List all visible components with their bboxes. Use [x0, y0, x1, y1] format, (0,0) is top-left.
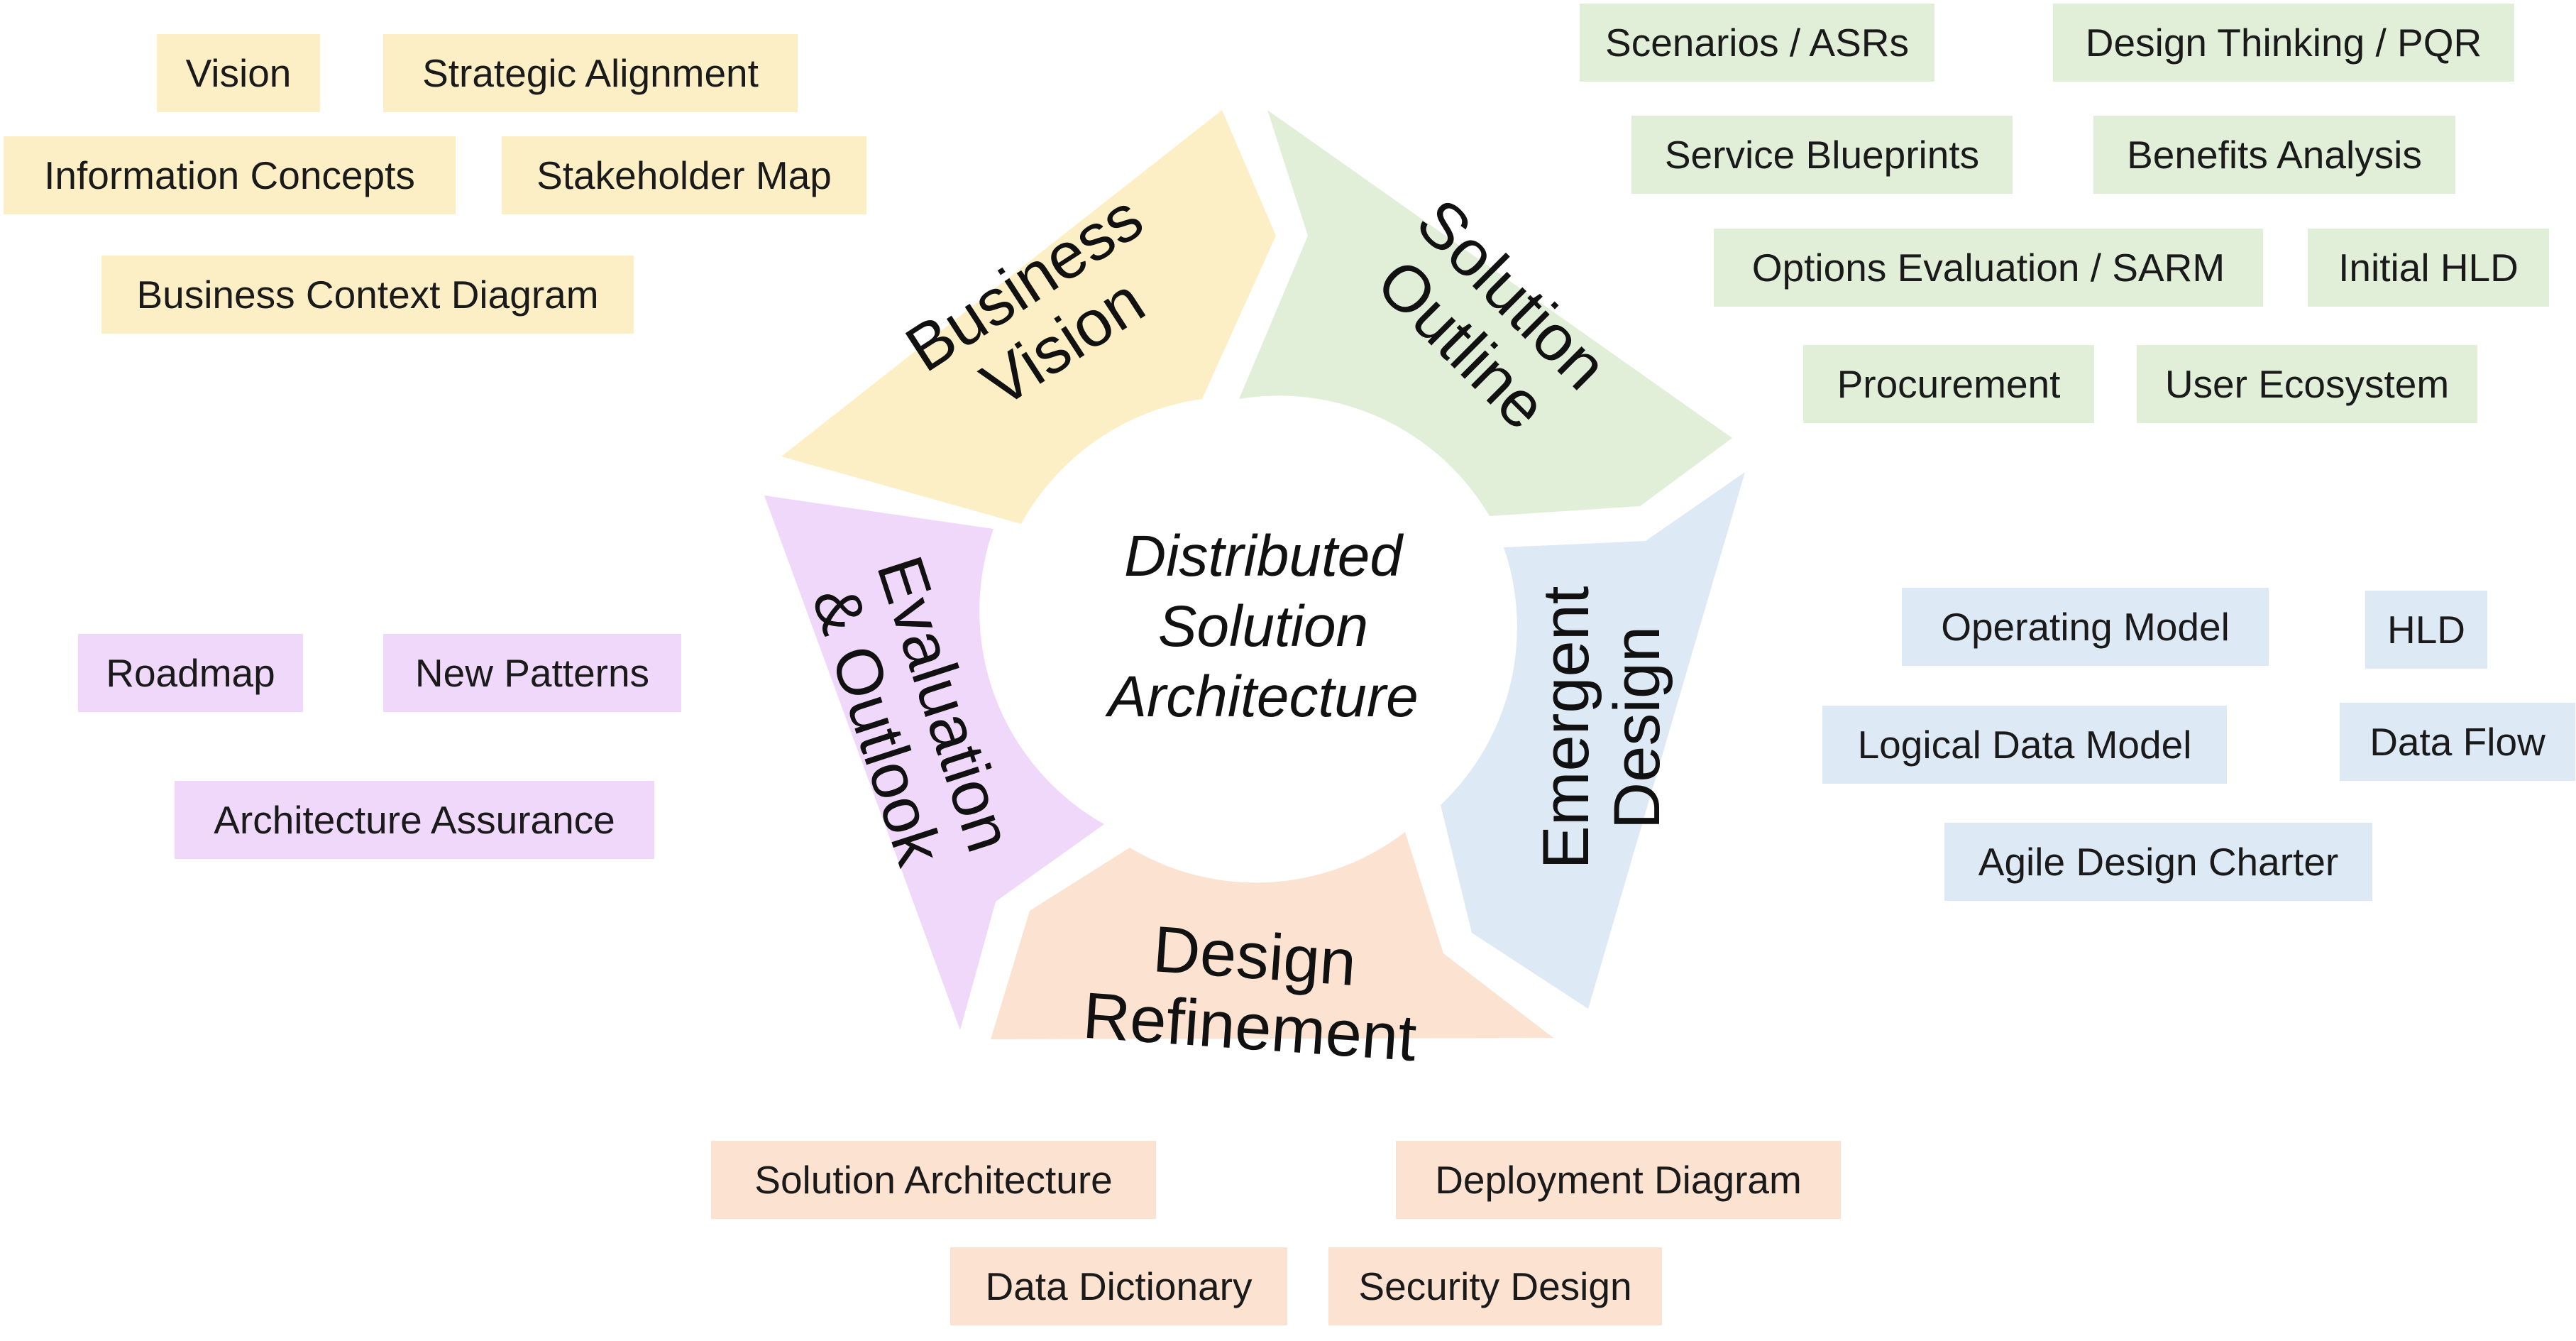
segment-emergent-design — [1441, 472, 1745, 1009]
segment-business-vision — [781, 110, 1276, 524]
artifact-design-thinking-pqr: Design Thinking / PQR — [2053, 4, 2514, 82]
artifact-agile-design-charter: Agile Design Charter — [1944, 823, 2372, 901]
artifact-roadmap: Roadmap — [78, 634, 303, 712]
artifact-data-dictionary: Data Dictionary — [950, 1247, 1287, 1325]
center-title-line-1: Distributed — [1124, 524, 1404, 589]
artifact-options-evaluation-sarm: Options Evaluation / SARM — [1714, 229, 2263, 307]
segment-solution-outline — [1239, 110, 1732, 516]
artifact-scenarios-asrs: Scenarios / ASRs — [1580, 4, 1934, 82]
artifact-service-blueprints: Service Blueprints — [1631, 116, 2013, 194]
artifact-user-ecosystem: User Ecosystem — [2137, 345, 2477, 423]
center-title: Distributed Solution Architecture — [1104, 524, 1419, 729]
label-emergent-design-line-1: Emergent — [1530, 586, 1602, 870]
artifact-business-context-diagram: Business Context Diagram — [101, 256, 634, 334]
artifact-stakeholder-map: Stakeholder Map — [502, 136, 866, 214]
artifact-architecture-assurance: Architecture Assurance — [175, 781, 654, 859]
artifact-new-patterns: New Patterns — [383, 634, 681, 712]
artifact-information-concepts: Information Concepts — [4, 136, 456, 214]
artifact-security-design: Security Design — [1328, 1247, 1662, 1325]
center-title-line-3: Architecture — [1104, 664, 1419, 729]
artifact-benefits-analysis: Benefits Analysis — [2093, 116, 2455, 194]
artifact-hld: HLD — [2365, 591, 2487, 669]
artifact-vision: Vision — [157, 34, 320, 112]
label-design-refinement-line-1: Design — [1151, 913, 1359, 1000]
artifact-initial-hld: Initial HLD — [2308, 229, 2549, 307]
artifact-operating-model: Operating Model — [1902, 588, 2269, 666]
artifact-data-flow: Data Flow — [2340, 703, 2575, 781]
segment-evaluation-outlook — [764, 496, 1104, 1030]
label-emergent-design-line-2: Design — [1601, 626, 1673, 829]
artifact-strategic-alignment: Strategic Alignment — [383, 34, 798, 112]
artifact-deployment-diagram: Deployment Diagram — [1396, 1141, 1841, 1219]
center-title-line-2: Solution — [1158, 594, 1368, 659]
artifact-logical-data-model: Logical Data Model — [1822, 706, 2227, 784]
artifact-solution-architecture: Solution Architecture — [711, 1141, 1156, 1219]
segment-design-refinement — [991, 832, 1553, 1039]
artifact-procurement: Procurement — [1803, 345, 2094, 423]
label-emergent-design: Emergent Design — [1530, 586, 1673, 870]
